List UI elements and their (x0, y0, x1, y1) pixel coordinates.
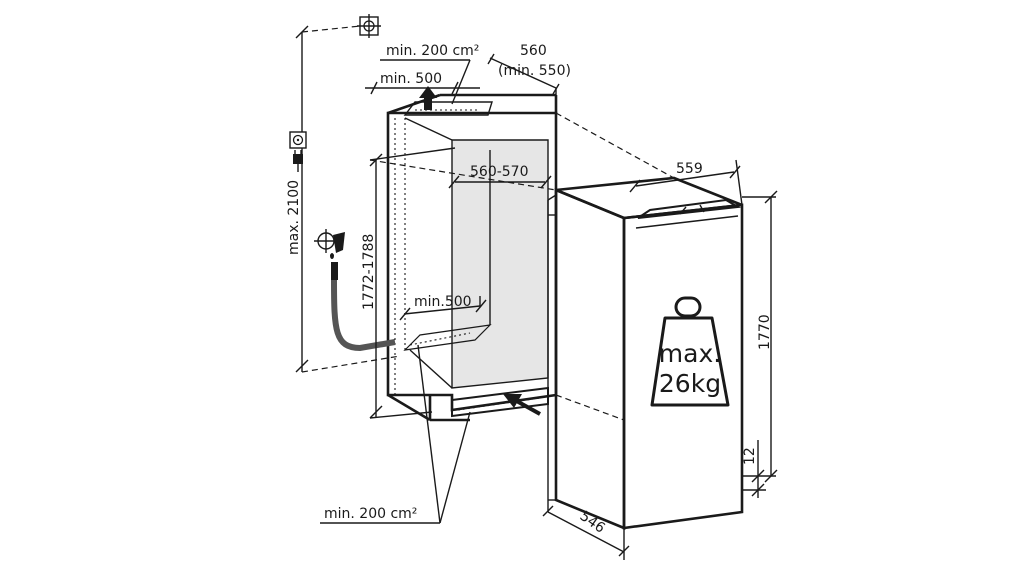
airflow-arrow-icon (419, 86, 541, 416)
bottom-vent-depth-label: min.500 (414, 294, 472, 310)
top-vent-depth-label: min. 500 (380, 71, 442, 87)
top-vent-slot (403, 101, 493, 116)
dim-toe-gap: 12 (742, 440, 766, 498)
appliance-top-grille (637, 198, 742, 219)
dim-appliance-depth: 546 (542, 500, 630, 560)
niche-width-label: 560-570 (470, 164, 529, 180)
water-hose-icon (331, 262, 396, 352)
weight-label-line2: 26kg (659, 369, 721, 398)
niche-depth-main-label: 560 (520, 43, 547, 59)
appliance-height-label: 1770 (757, 314, 773, 350)
dim-appliance-height: 1770 (742, 190, 778, 483)
appliance-front (554, 188, 626, 530)
max-height-label: max. 2100 (286, 180, 302, 255)
water-tap-icon (314, 229, 345, 259)
weight-label-line1: max. (659, 339, 721, 368)
toe-gap-label: 12 (742, 447, 758, 465)
bottom-vent-area-label: min. 200 cm² (324, 506, 417, 522)
dim-bottom-vent-area: min. 200 cm² (320, 344, 471, 524)
socket-icon (289, 131, 307, 149)
appliance-depth-label: 546 (577, 508, 608, 536)
dim-niche-height: 1772-1788 (361, 147, 456, 419)
top-vent-area-label: min. 200 cm² (386, 43, 479, 59)
niche-depth-min-label: (min. 550) (498, 63, 571, 79)
weight-icon: max. 26kg (650, 296, 730, 407)
plug-icon (293, 150, 303, 172)
dim-max-height: max. 2100 (286, 23, 401, 373)
crosshair-icon (357, 14, 381, 38)
dim-bottom-vent: min.500 (399, 294, 487, 321)
niche-height-label: 1772-1788 (361, 234, 377, 310)
bottom-vent-slot (403, 324, 492, 351)
installation-niche (386, 93, 558, 422)
projection-lines (369, 112, 675, 421)
appliance-width-label: 559 (676, 161, 703, 177)
dim-niche-depth: 560 (min. 550) (487, 43, 571, 95)
dim-appliance-width: 559 (629, 159, 743, 206)
dim-top-vent: min. 200 cm² min. 500 (365, 43, 480, 105)
dim-niche-width: 560-570 (448, 164, 552, 189)
